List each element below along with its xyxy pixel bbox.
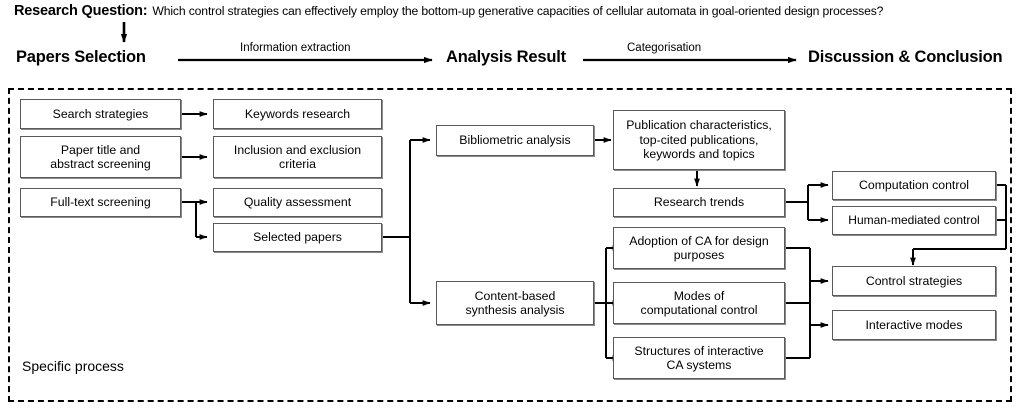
node-quality-assessment[interactable]: Quality assessment: [213, 188, 382, 217]
research-question-label: Research Question:: [14, 3, 148, 19]
stage-title-analysis-result: Analysis Result: [446, 48, 566, 66]
specific-process-container: [8, 88, 1012, 402]
node-search-strategies[interactable]: Search strategies: [20, 99, 181, 129]
node-full-text-screening[interactable]: Full-text screening: [20, 188, 181, 217]
node-research-trends[interactable]: Research trends: [613, 188, 785, 217]
stage-title-papers-selection: Papers Selection: [16, 48, 146, 66]
node-bibliometric-analysis[interactable]: Bibliometric analysis: [436, 125, 594, 156]
research-question: Research Question: Which control strategi…: [14, 2, 883, 20]
node-control-strategies[interactable]: Control strategies: [832, 266, 996, 296]
node-selected-papers[interactable]: Selected papers: [213, 223, 382, 252]
specific-process-caption: Specific process: [22, 358, 124, 374]
node-structures-of-interactive-ca[interactable]: Structures of interactive CA systems: [613, 337, 785, 379]
node-paper-title-abstract-screening[interactable]: Paper title and abstract screening: [20, 136, 181, 178]
node-computation-control[interactable]: Computation control: [832, 171, 996, 200]
node-interactive-modes[interactable]: Interactive modes: [832, 310, 996, 340]
node-modes-of-computational-control[interactable]: Modes of computational control: [613, 282, 785, 324]
node-keywords-research[interactable]: Keywords research: [213, 99, 382, 129]
node-adoption-of-ca[interactable]: Adoption of CA for design purposes: [613, 227, 785, 269]
node-inclusion-exclusion-criteria[interactable]: Inclusion and exclusion criteria: [213, 136, 382, 178]
research-question-text: Which control strategies can effectively…: [152, 4, 884, 18]
node-publication-characteristics[interactable]: Publication characteristics, top-cited p…: [613, 110, 785, 170]
edge-label-categorisation: Categorisation: [627, 42, 702, 54]
stage-title-discussion-conclusion: Discussion & Conclusion: [808, 48, 1003, 66]
node-human-mediated-control[interactable]: Human-mediated control: [832, 206, 996, 235]
edge-label-information-extraction: Information extraction: [240, 42, 351, 54]
node-content-based-synthesis-analysis[interactable]: Content-based synthesis analysis: [436, 281, 594, 325]
